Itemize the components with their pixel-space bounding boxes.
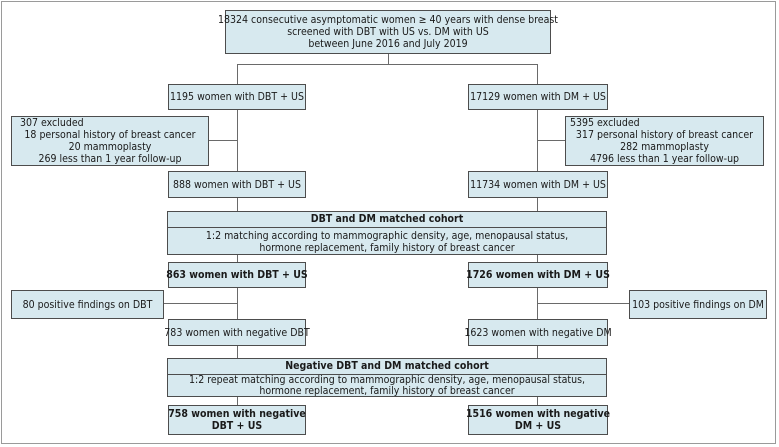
dm-matched-box: 1726 women with DM + US (466, 262, 610, 288)
dbt-positive-label: 80 positive findings on DBT (22, 298, 153, 311)
connector (237, 64, 238, 84)
dm-negative-box: 1623 women with negative DM (464, 319, 612, 346)
dm-matched-label: 1726 women with DM + US (466, 269, 610, 281)
connector (237, 110, 238, 171)
connector (537, 255, 538, 262)
negative-cohort-line: 1:2 repeat matching according to mammogr… (189, 374, 585, 386)
dm-excluded-reason: 282 mammoplasty (620, 141, 709, 153)
connector (537, 346, 538, 358)
dbt-after-exclusion-label: 888 women with DBT + US (173, 178, 301, 191)
dbt-final-line: DBT + US (211, 420, 263, 432)
dbt-after-exclusion-box: 888 women with DBT + US (168, 171, 306, 198)
dbt-negative-box: 783 women with negative DBT (164, 319, 310, 346)
dm-after-exclusion-label: 11734 women with DM + US (470, 178, 606, 191)
connector (237, 288, 238, 319)
dm-positive-box: 103 positive findings on DM (629, 290, 767, 319)
dm-after-exclusion-box: 11734 women with DM + US (468, 171, 608, 198)
enrollment-line: between June 2016 and July 2019 (308, 38, 468, 50)
dbt-excluded-box: 307 excluded 18 personal history of brea… (11, 116, 209, 166)
dm-negative-label: 1623 women with negative DM (464, 326, 612, 339)
dbt-final-box: 758 women with negative DBT + US (168, 405, 306, 435)
enrollment-line: 18324 consecutive asymptomatic women ≥ 4… (217, 14, 559, 26)
dbt-final-line: 758 women with negative (168, 408, 306, 420)
dm-excluded-title: 5395 excluded (570, 117, 640, 129)
dm-positive-label: 103 positive findings on DM (632, 298, 764, 311)
dbt-initial-label: 1195 women with DBT + US (170, 91, 304, 103)
connector (237, 64, 537, 65)
dbt-excluded-reason: 20 mammoplasty (68, 141, 152, 153)
connector (237, 198, 238, 211)
dbt-excluded-reason: 269 less than 1 year follow-up (38, 153, 182, 165)
dbt-positive-box: 80 positive findings on DBT (11, 290, 164, 319)
dm-excluded-reason: 4796 less than 1 year follow-up (589, 153, 740, 165)
connector (537, 303, 629, 304)
dbt-negative-label: 783 women with negative DBT (164, 326, 310, 339)
connector (209, 140, 237, 141)
dm-excluded-box: 5395 excluded 317 personal history of br… (565, 116, 764, 166)
connector (237, 397, 238, 405)
matched-cohort-box: DBT and DM matched cohort 1:2 matching a… (167, 211, 607, 255)
dbt-excluded-title: 307 excluded (20, 117, 84, 129)
enrollment-line: screened with DBT with US vs. DM with US (287, 26, 489, 38)
dm-excluded-reason: 317 personal history of breast cancer (575, 129, 754, 141)
negative-cohort-line: hormone replacement, family history of b… (259, 385, 515, 397)
matched-cohort-line: hormone replacement, family history of b… (259, 241, 515, 254)
connector (537, 64, 538, 84)
dbt-excluded-reason: 18 personal history of breast cancer (24, 129, 196, 141)
dm-final-box: 1516 women with negative DM + US (465, 405, 611, 435)
matched-cohort-title: DBT and DM matched cohort (168, 212, 606, 228)
connector (537, 397, 538, 405)
negative-cohort-criteria: 1:2 repeat matching according to mammogr… (168, 375, 606, 397)
dm-final-line: DM + US (514, 420, 562, 432)
connector (237, 255, 238, 262)
negative-cohort-box: Negative DBT and DM matched cohort 1:2 r… (167, 358, 607, 397)
matched-cohort-criteria: 1:2 matching according to mammographic d… (168, 228, 606, 255)
connector (388, 54, 389, 64)
connector (164, 303, 237, 304)
dm-initial-label: 17129 women with DM + US (470, 91, 606, 103)
negative-cohort-title: Negative DBT and DM matched cohort (168, 359, 606, 375)
dbt-matched-label: 863 women with DBT + US (166, 269, 308, 281)
connector (237, 346, 238, 358)
dm-initial-box: 17129 women with DM + US (468, 84, 608, 110)
dbt-initial-box: 1195 women with DBT + US (168, 84, 306, 110)
dm-final-line: 1516 women with negative (465, 408, 611, 420)
enrollment-box: 18324 consecutive asymptomatic women ≥ 4… (218, 10, 558, 54)
dbt-matched-box: 863 women with DBT + US (166, 262, 308, 288)
matched-cohort-line: 1:2 matching according to mammographic d… (205, 229, 569, 242)
connector (537, 140, 565, 141)
connector (537, 198, 538, 211)
